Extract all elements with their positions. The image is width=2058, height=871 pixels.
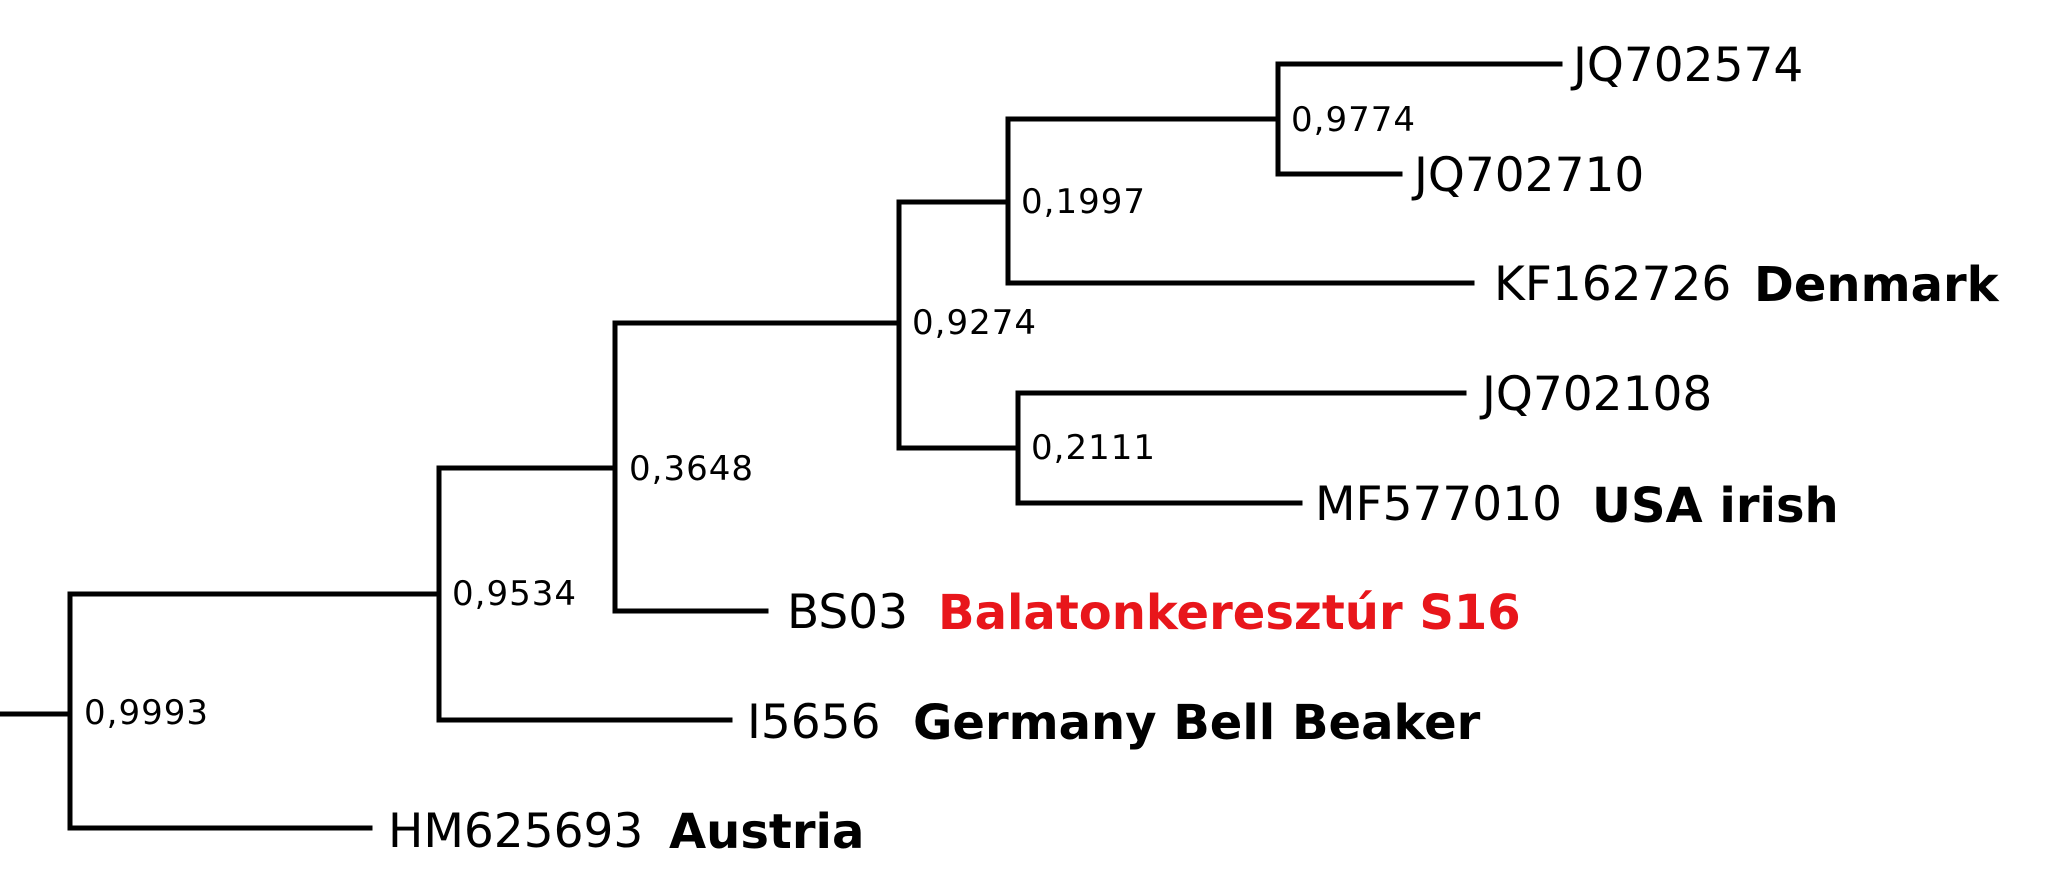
leaf-label-mf577010: MF577010 <box>1315 477 1562 532</box>
branch-node-6 <box>1275 61 1563 177</box>
support-value-node-6: 0,9774 <box>1291 100 1416 140</box>
leaf-label-bs03: BS03 <box>787 585 908 640</box>
branch-root-clade <box>67 591 442 831</box>
leaf-label-jq702574: JQ702574 <box>1570 38 1803 93</box>
leaf-label-hm625693: HM625693 <box>388 804 643 859</box>
branch-node-2 <box>436 465 733 723</box>
branch-node-3 <box>612 320 902 614</box>
support-value-node-4: 0,9274 <box>912 303 1037 343</box>
leaf-label-jq702108: JQ702108 <box>1479 367 1712 422</box>
leaf-label-kf162726: KF162726 <box>1494 257 1731 312</box>
tree-branches <box>0 61 1563 831</box>
support-value-node-3: 0,3648 <box>629 449 754 489</box>
leaf-location-usa-irish: USA irish <box>1592 478 1839 534</box>
support-value-node-7: 0,2111 <box>1031 428 1156 468</box>
support-value-node-2: 0,9534 <box>452 574 577 614</box>
leaf-label-i5656: I5656 <box>747 695 880 750</box>
support-values: 0,9993 0,9534 0,3648 0,9274 0,1997 0,977… <box>84 100 1416 733</box>
leaf-location-balatonkeresztur: Balatonkeresztúr S16 <box>938 585 1521 641</box>
branch-node-4 <box>896 199 1021 451</box>
branch-node-7 <box>1015 390 1467 506</box>
support-value-node-5: 0,1997 <box>1021 182 1146 222</box>
leaf-labels: JQ702574 JQ702710 KF162726 Denmark JQ702… <box>388 38 2000 860</box>
branch-node-5 <box>1005 116 1475 286</box>
leaf-location-denmark: Denmark <box>1754 257 2000 313</box>
leaf-label-jq702710: JQ702710 <box>1411 148 1644 203</box>
leaf-location-germany-bell-beaker: Germany Bell Beaker <box>913 695 1481 751</box>
support-value-root: 0,9993 <box>84 693 209 733</box>
leaf-location-austria: Austria <box>669 804 864 860</box>
